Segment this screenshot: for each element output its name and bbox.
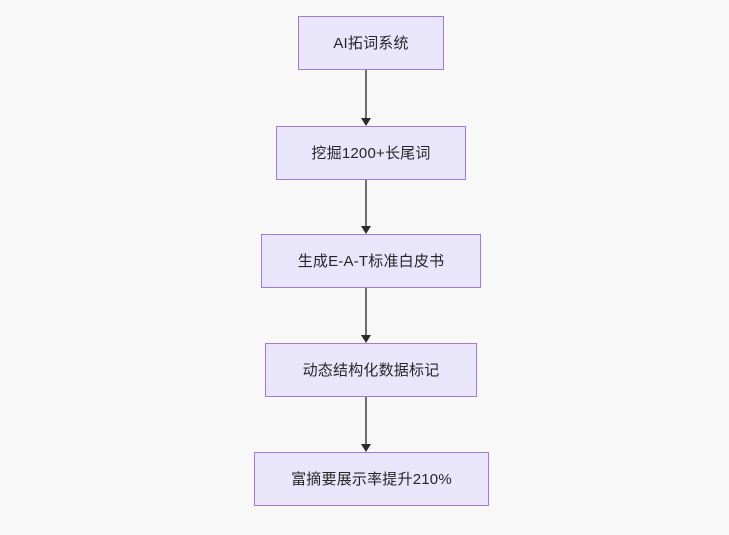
- flow-node-label: 富摘要展示率提升210%: [291, 470, 452, 488]
- connector-line: [365, 397, 367, 445]
- flow-node-label: 生成E-A-T标准白皮书: [297, 252, 445, 270]
- flow-node-rich-snippet-impression-lift[interactable]: 富摘要展示率提升210%: [254, 452, 489, 506]
- flow-connector-3: [361, 288, 371, 343]
- flow-node-ai-keyword-system[interactable]: AI拓词系统: [298, 16, 444, 70]
- connector-line: [365, 180, 367, 227]
- flow-connector-1: [361, 70, 371, 126]
- flow-node-label: 动态结构化数据标记: [302, 361, 440, 379]
- flow-node-dynamic-structured-data-markup[interactable]: 动态结构化数据标记: [265, 343, 477, 397]
- arrowhead-down-icon: [361, 444, 371, 452]
- flow-node-generate-eat-whitepaper[interactable]: 生成E-A-T标准白皮书: [261, 234, 481, 288]
- arrowhead-down-icon: [361, 226, 371, 234]
- flow-node-label: AI拓词系统: [333, 34, 409, 52]
- flow-connector-4: [361, 397, 371, 452]
- connector-line: [365, 70, 367, 119]
- flow-node-label: 挖掘1200+长尾词: [311, 144, 431, 162]
- flow-connector-2: [361, 180, 371, 234]
- arrowhead-down-icon: [361, 335, 371, 343]
- flow-node-mine-longtail-keywords[interactable]: 挖掘1200+长尾词: [276, 126, 466, 180]
- arrowhead-down-icon: [361, 118, 371, 126]
- connector-line: [365, 288, 367, 336]
